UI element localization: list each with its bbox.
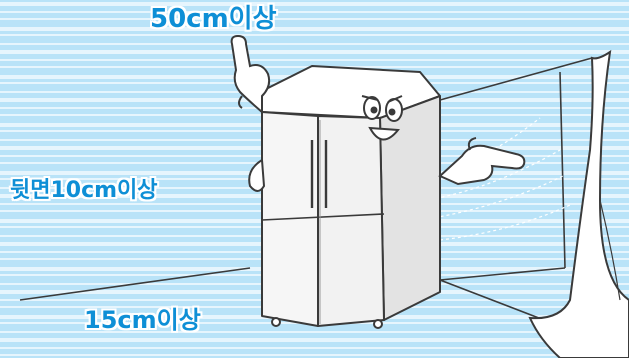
fridge-foot-right: [374, 320, 382, 328]
background-stripe: [0, 34, 629, 36]
side-clearance-label: 15cm이상: [84, 308, 201, 332]
refrigerator: [248, 66, 440, 328]
background-stripe: [0, 27, 629, 31]
right-pupil: [390, 110, 395, 115]
background-stripe: [0, 354, 629, 356]
background-stripe: [0, 11, 629, 13]
back-clearance-label: 뒷면10cm이상: [10, 180, 158, 202]
fridge-foot-left: [272, 318, 280, 326]
background-stripe: [0, 347, 629, 349]
background-stripe: [0, 50, 629, 54]
background-stripe: [0, 338, 629, 342]
background-stripe: [0, 18, 629, 20]
top-clearance-label: 50cm이상: [150, 6, 277, 32]
background-stripe: [0, 2, 629, 6]
background-stripe: [0, 59, 629, 61]
fridge-right-door: [318, 116, 384, 326]
left-pupil: [372, 108, 377, 113]
background-stripe: [0, 43, 629, 45]
